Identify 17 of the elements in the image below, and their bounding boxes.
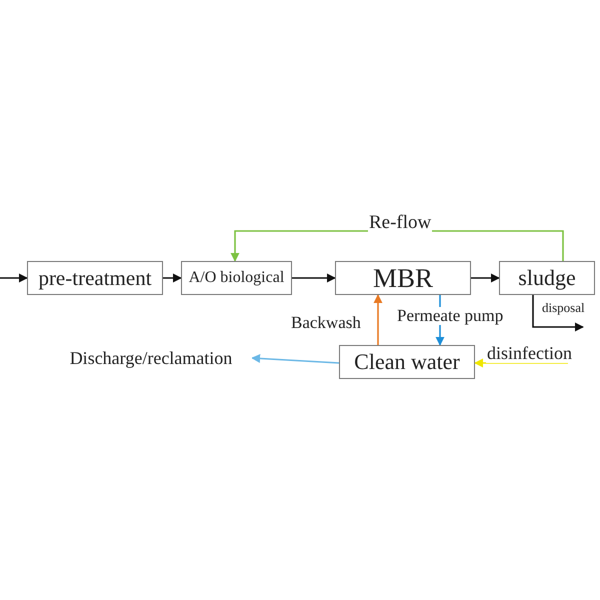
arrow — [163, 274, 182, 282]
edge-label: Re-flow — [368, 213, 432, 233]
arrow — [0, 274, 28, 282]
edge-label: Permeate pump — [396, 307, 504, 325]
arrow — [474, 358, 568, 368]
process-box: sludge — [499, 261, 595, 295]
arrow — [532, 295, 584, 332]
process-box: Clean water — [339, 345, 475, 379]
process-box: A/O biological — [181, 261, 292, 295]
process-box: MBR — [335, 261, 471, 295]
arrow — [292, 274, 336, 282]
arrow — [471, 274, 500, 282]
process-box: pre-treatment — [27, 261, 163, 295]
edge-label: disposal — [541, 301, 586, 315]
edge-label: disinfection — [486, 344, 573, 363]
arrow — [374, 294, 382, 345]
arrow — [251, 354, 340, 364]
